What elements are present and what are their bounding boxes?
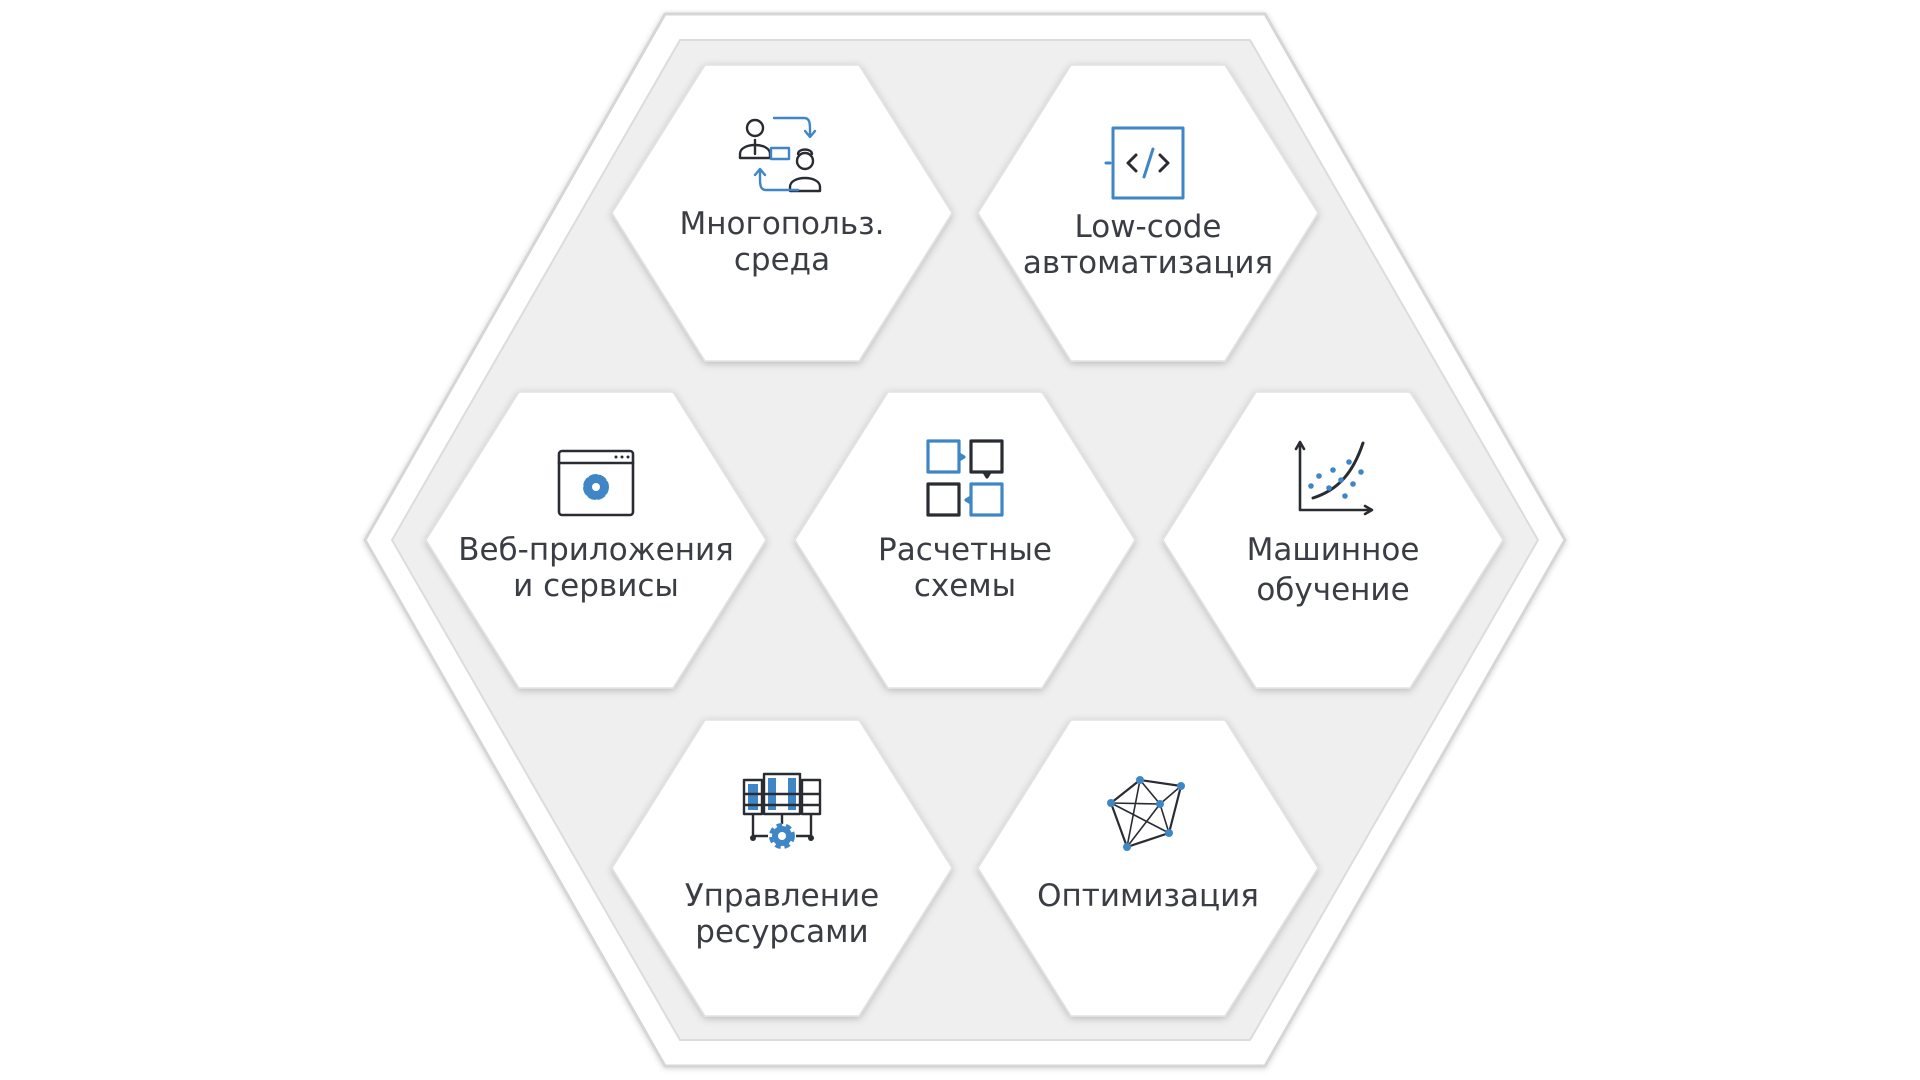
tile-label-line1: Расчетные <box>878 532 1052 568</box>
tile-hexagon <box>611 64 953 362</box>
tile-label-line2: обучение <box>1256 572 1409 608</box>
tile-label-line2: схемы <box>914 568 1016 604</box>
network-polygon-icon <box>1107 776 1185 851</box>
tile-hexagon <box>794 391 1136 689</box>
tile-hexagon <box>1162 391 1504 689</box>
block-scheme-icon <box>926 439 1004 517</box>
tile-multiuser: Многопольз.среда <box>611 64 953 362</box>
tile-label-line2: автоматизация <box>1023 245 1273 281</box>
server-rack-gear-icon <box>742 772 822 849</box>
tile-hexagon <box>611 719 953 1017</box>
tile-label-line1: Веб-приложения <box>458 532 734 568</box>
tile-label-line1: Машинное <box>1247 532 1420 568</box>
tile-label-line1: Управление <box>685 878 879 914</box>
tile-label-line1: Low-code <box>1075 209 1222 245</box>
scatter-chart-icon <box>1294 440 1374 516</box>
browser-gear-icon <box>557 449 635 517</box>
tile-label-line2: ресурсами <box>695 914 868 950</box>
code-window-icon <box>1104 126 1185 200</box>
tile-hexagon <box>425 391 767 689</box>
tile-optim: Оптимизация <box>977 719 1319 1017</box>
tile-label-line1: Многопольз. <box>680 206 885 242</box>
multi-user-exchange-icon <box>738 116 822 193</box>
tile-ml: Машинное обучение <box>1162 391 1504 689</box>
tile-hexagon <box>977 64 1319 362</box>
tile-label-line1: Оптимизация <box>1037 878 1259 914</box>
tile-label-line2: и сервисы <box>513 568 679 604</box>
tile-label-line2: среда <box>734 242 830 278</box>
tile-hexagon <box>977 719 1319 1017</box>
